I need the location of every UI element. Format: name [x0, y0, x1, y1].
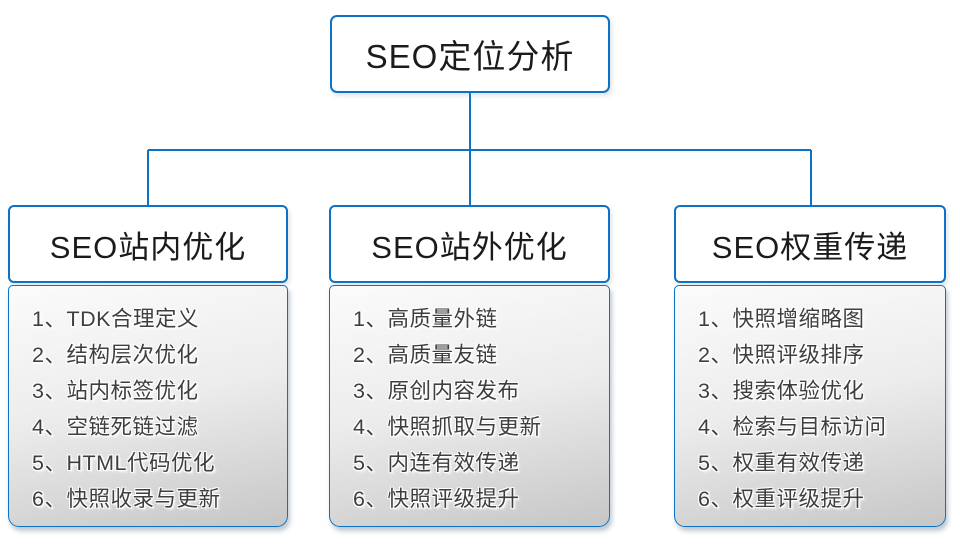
branch-offsite: SEO站外优化 1、高质量外链 2、高质量友链 3、原创内容发布 4、快照抓取与… — [329, 205, 610, 527]
list-item: 1、快照增缩略图 — [698, 307, 865, 331]
list-item: 1、高质量外链 — [353, 307, 498, 331]
list-item: 6、快照收录与更新 — [32, 487, 221, 511]
list-item: 3、站内标签优化 — [32, 379, 199, 403]
branch-weight-title: SEO权重传递 — [711, 229, 909, 265]
list-item: 1、TDK合理定义 — [32, 307, 199, 331]
list-item: 3、搜索体验优化 — [698, 379, 865, 403]
list-item: 4、检索与目标访问 — [698, 415, 887, 439]
list-item: 2、结构层次优化 — [32, 343, 199, 367]
list-item: 5、HTML代码优化 — [32, 451, 215, 475]
branch-offsite-body: 1、高质量外链 2、高质量友链 3、原创内容发布 4、快照抓取与更新 5、内连有… — [329, 285, 610, 527]
list-item: 2、高质量友链 — [353, 343, 498, 367]
root-node-label: SEO定位分析 — [365, 38, 575, 75]
list-item: 6、快照评级提升 — [353, 487, 520, 511]
branch-onsite-title: SEO站内优化 — [49, 229, 247, 265]
branch-onsite-body: 1、TDK合理定义 2、结构层次优化 3、站内标签优化 4、空链死链过滤 5、H… — [8, 285, 288, 527]
list-item: 5、权重有效传递 — [698, 451, 865, 475]
branch-onsite-header: SEO站内优化 — [8, 205, 288, 283]
list-item: 3、原创内容发布 — [353, 379, 520, 403]
list-item: 2、快照评级排序 — [698, 343, 865, 367]
branch-weight: SEO权重传递 1、快照增缩略图 2、快照评级排序 3、搜索体验优化 4、检索与… — [674, 205, 946, 527]
branch-onsite: SEO站内优化 1、TDK合理定义 2、结构层次优化 3、站内标签优化 4、空链… — [8, 205, 288, 527]
branch-weight-header: SEO权重传递 — [674, 205, 946, 283]
list-item: 6、权重评级提升 — [698, 487, 865, 511]
branch-offsite-title: SEO站外优化 — [371, 229, 568, 265]
branch-weight-body: 1、快照增缩略图 2、快照评级排序 3、搜索体验优化 4、检索与目标访问 5、权… — [674, 285, 946, 527]
list-item: 5、内连有效传递 — [353, 451, 520, 475]
list-item: 4、快照抓取与更新 — [353, 415, 542, 439]
list-item: 4、空链死链过滤 — [32, 415, 199, 439]
branch-offsite-header: SEO站外优化 — [329, 205, 610, 283]
root-node: SEO定位分析 — [330, 15, 610, 93]
